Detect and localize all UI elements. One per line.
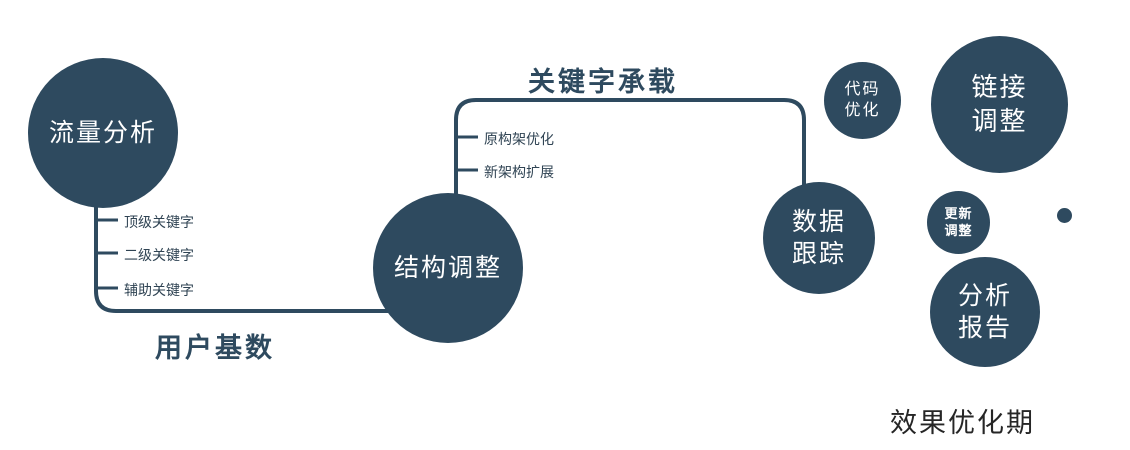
node-code-optimization-line2: 优化	[844, 101, 881, 119]
node-analysis-report-line1: 分析	[957, 281, 1012, 310]
node-link-adjustment: 链接 调整	[931, 36, 1068, 173]
edge-keyword-line	[454, 98, 806, 205]
node-code-optimization: 代码 优化	[824, 62, 901, 139]
branch-label-top-keyword: 顶级关键字	[124, 214, 194, 230]
node-code-optimization-line1: 代码	[844, 80, 881, 98]
small-dot-marker	[1057, 208, 1072, 223]
edge-label-keyword-carry: 关键字承载	[528, 67, 678, 97]
branch-label-original-structure: 原构架优化	[484, 131, 554, 147]
node-link-adjustment-line1: 链接	[971, 71, 1028, 102]
node-traffic-analysis-label: 流量分析	[48, 118, 157, 147]
node-structure-adjustment: 结构调整	[373, 193, 523, 343]
node-data-tracking-line2: 跟踪	[791, 240, 846, 268]
node-analysis-report: 分析 报告	[930, 257, 1040, 367]
node-link-adjustment-line2: 调整	[971, 105, 1028, 136]
branch-label-new-structure: 新架构扩展	[484, 164, 554, 180]
node-traffic-analysis: 流量分析	[28, 58, 178, 208]
node-analysis-report-line2: 报告	[957, 314, 1012, 342]
node-data-tracking: 数据 跟踪	[763, 182, 875, 294]
node-update-adjustment: 更新 调整	[927, 191, 990, 254]
branch-label-aux-keyword: 辅助关键字	[124, 282, 194, 298]
node-structure-adjustment-label: 结构调整	[393, 253, 502, 282]
node-data-tracking-line1: 数据	[791, 207, 846, 236]
node-update-adjustment-line1: 更新	[944, 205, 973, 221]
caption-effect-optimization: 效果优化期	[890, 408, 1035, 438]
node-update-adjustment-line2: 调整	[944, 222, 973, 238]
edge-label-user-base: 用户基数	[155, 333, 275, 363]
edge-user-base-line	[94, 200, 440, 313]
branch-label-second-keyword: 二级关键字	[124, 247, 194, 263]
